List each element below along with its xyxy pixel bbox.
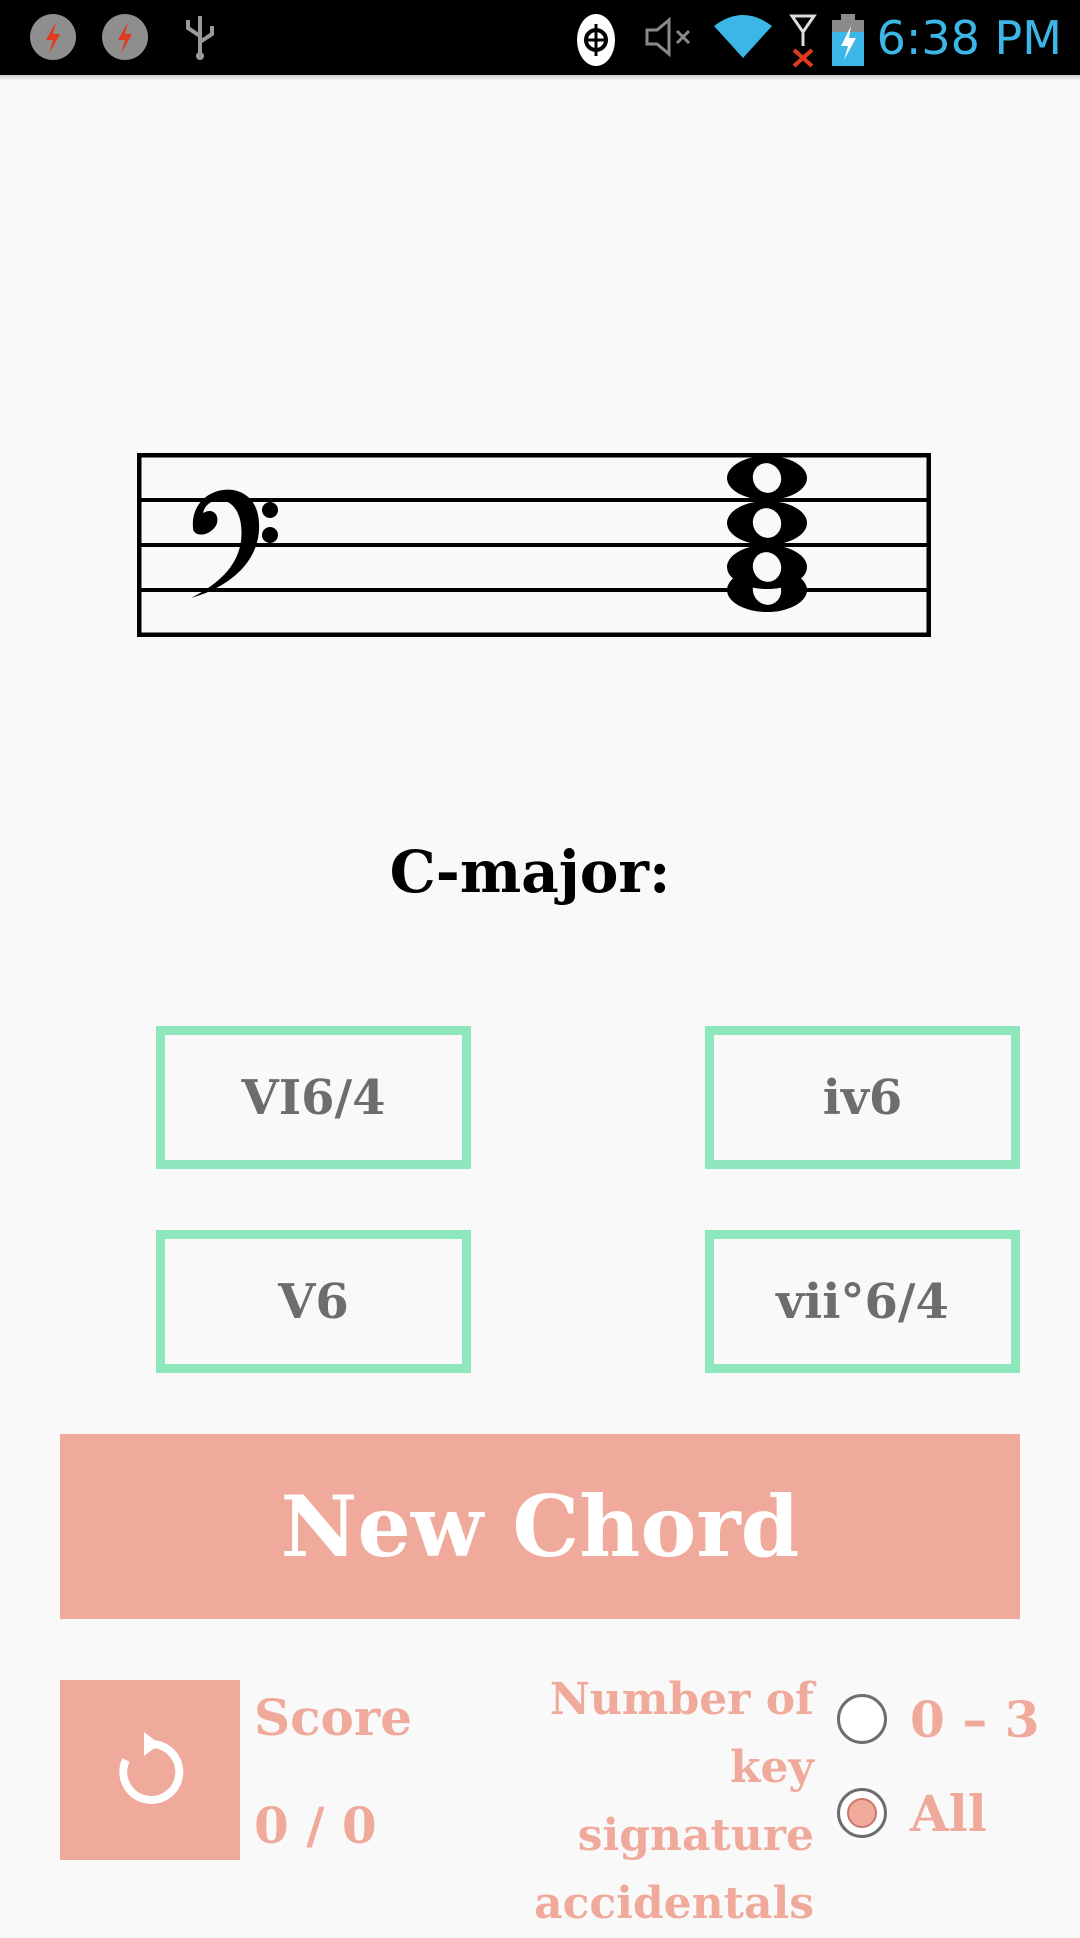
status-bar: 6:38 PM bbox=[0, 0, 1080, 81]
answer-button[interactable]: iv6 bbox=[705, 1026, 1020, 1169]
setting-label-line: Number of bbox=[549, 1674, 814, 1725]
answer-button[interactable]: vii°6/4 bbox=[705, 1230, 1020, 1373]
reset-icon bbox=[119, 1732, 184, 1804]
answer-label: iv6 bbox=[822, 1069, 903, 1126]
radio-label-all: All bbox=[910, 1784, 987, 1843]
answer-label: V6 bbox=[278, 1273, 349, 1330]
no-signal-icon bbox=[788, 12, 818, 68]
wifi-icon bbox=[712, 12, 774, 62]
bass-clef-icon bbox=[191, 489, 278, 598]
new-chord-button[interactable]: New Chord bbox=[60, 1434, 1020, 1619]
flash-icon bbox=[102, 14, 148, 60]
music-staff bbox=[137, 453, 931, 637]
radio-all[interactable] bbox=[837, 1788, 887, 1838]
radio-selected-dot bbox=[847, 1798, 877, 1828]
radio-label-0-3: 0 – 3 bbox=[910, 1690, 1040, 1749]
setting-label-line: accidentals bbox=[534, 1878, 814, 1929]
accidentals-setting-label: Number of key signature accidentals bbox=[494, 1666, 814, 1938]
radio-0-3[interactable] bbox=[837, 1694, 887, 1744]
answer-button[interactable]: VI6/4 bbox=[156, 1026, 471, 1169]
usb-icon bbox=[178, 12, 222, 62]
key-label: C-major: bbox=[389, 838, 671, 906]
answer-label: VI6/4 bbox=[241, 1069, 386, 1126]
battery-charging-icon bbox=[830, 12, 866, 66]
reset-score-button[interactable] bbox=[60, 1680, 240, 1860]
score-value: 0 / 0 bbox=[254, 1796, 377, 1855]
answer-label: vii°6/4 bbox=[776, 1273, 949, 1330]
flash-icon bbox=[30, 14, 76, 60]
chord-notes bbox=[714, 456, 829, 612]
sync-icon bbox=[575, 12, 617, 66]
answer-button[interactable]: V6 bbox=[156, 1230, 471, 1373]
score-label: Score bbox=[254, 1688, 413, 1747]
setting-label-line: key signature bbox=[577, 1742, 814, 1861]
mute-icon bbox=[643, 12, 699, 62]
clock-time: 6:38 PM bbox=[876, 11, 1062, 65]
